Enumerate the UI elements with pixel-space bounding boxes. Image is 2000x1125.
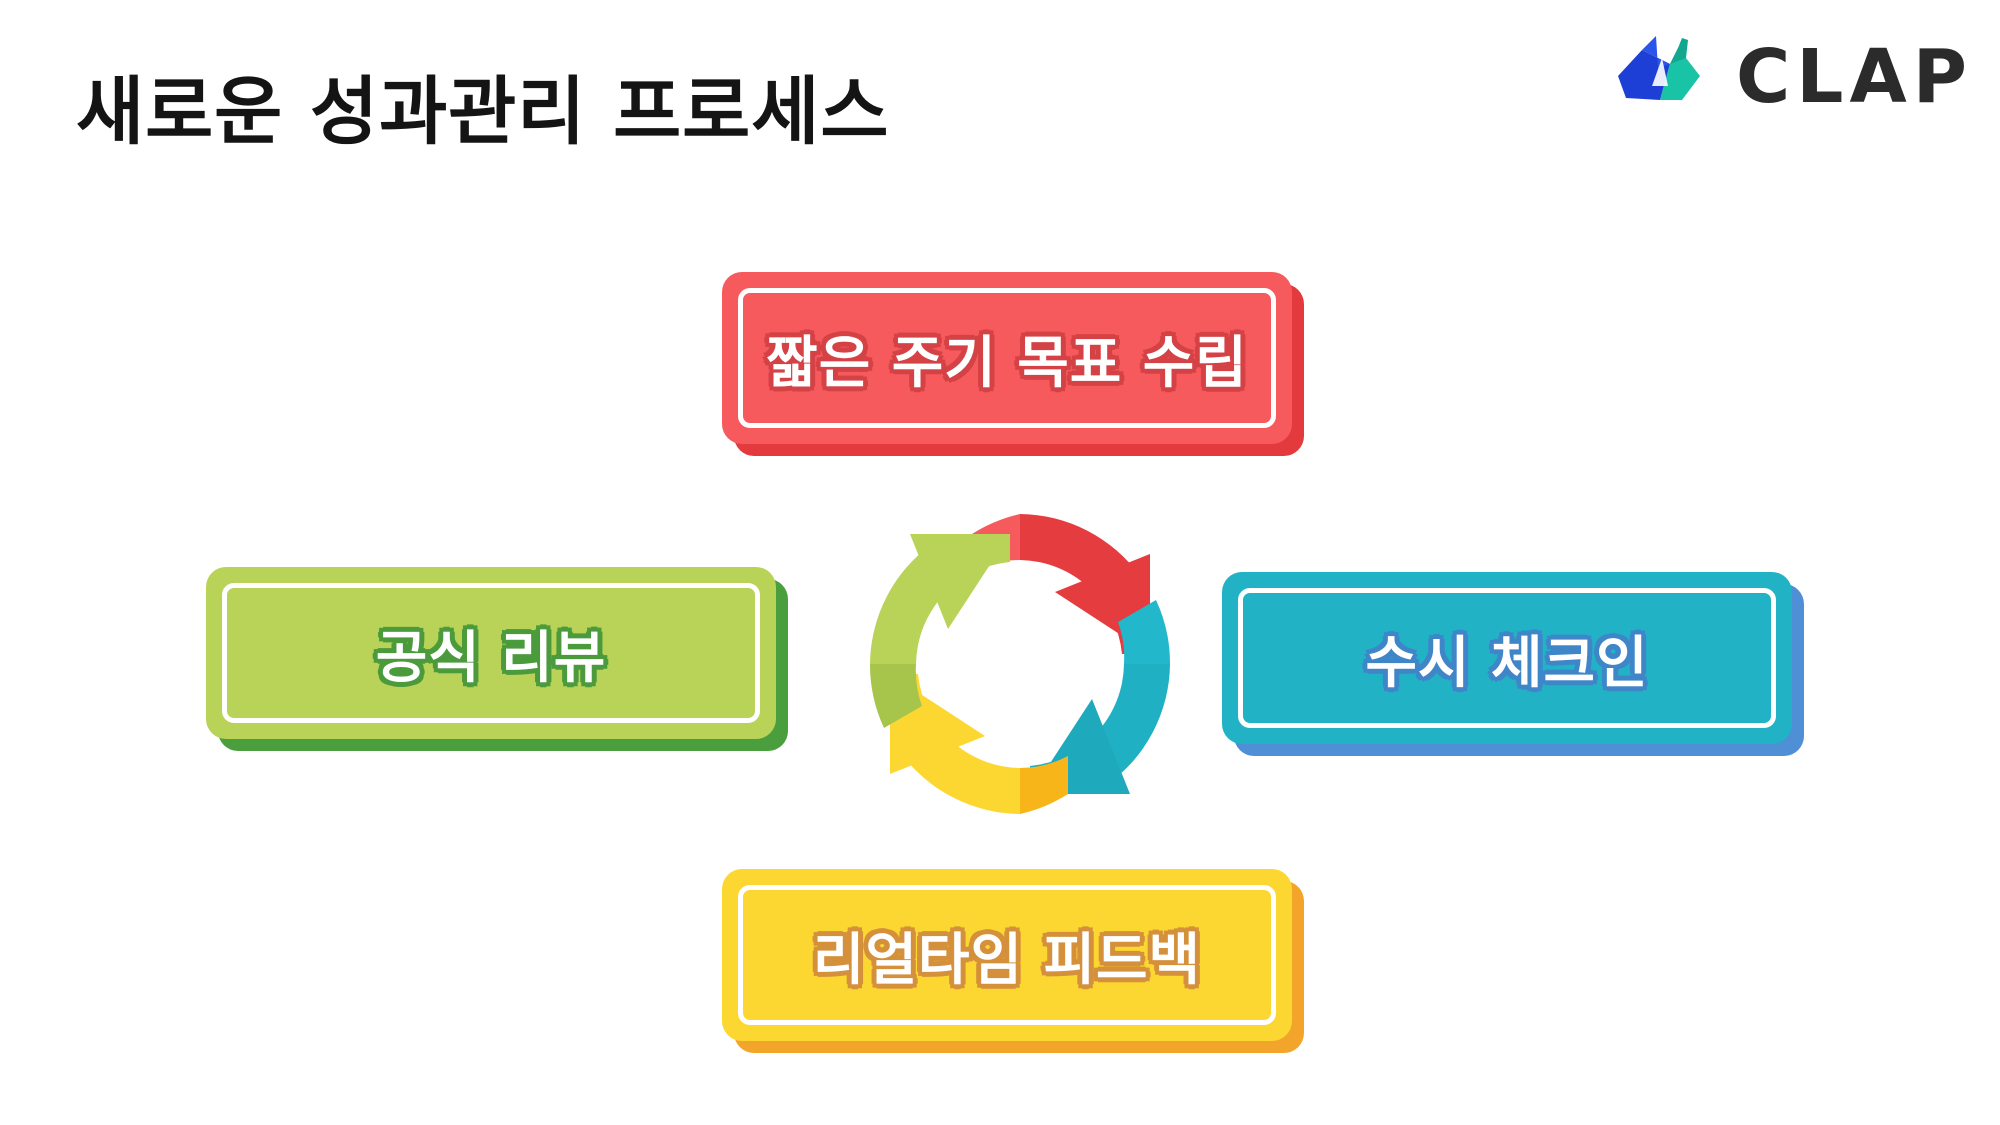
card-inner-border: 공식 리뷰 [222, 583, 760, 723]
step-card-formal-review: 공식 리뷰 [206, 567, 788, 751]
card-face: 짧은 주기 목표 수립 [722, 272, 1292, 444]
step-card-realtime-feedback: 리얼타임 피드백 [722, 869, 1304, 1053]
card-inner-border: 수시 체크인 [1238, 588, 1776, 728]
step-card-goal-setting: 짧은 주기 목표 수립 [722, 272, 1304, 456]
step-card-check-in: 수시 체크인 [1222, 572, 1804, 756]
step-label-formal-review: 공식 리뷰 [375, 625, 607, 691]
brand-name: CLAP [1736, 34, 1973, 120]
page-title: 새로운 성과관리 프로세스 [76, 69, 890, 155]
card-inner-border: 짧은 주기 목표 수립 [738, 288, 1276, 428]
step-label-realtime-feedback: 리얼타임 피드백 [812, 927, 1202, 993]
step-label-goal-setting: 짧은 주기 목표 수립 [766, 330, 1248, 396]
clap-logo-icon [1618, 36, 1700, 100]
card-inner-border: 리얼타임 피드백 [738, 885, 1276, 1025]
cycle-arrows-icon [869, 514, 1171, 814]
brand-logo: CLAP [1612, 22, 1992, 132]
card-face: 리얼타임 피드백 [722, 869, 1292, 1041]
card-face: 수시 체크인 [1222, 572, 1792, 744]
card-face: 공식 리뷰 [206, 567, 776, 739]
step-label-check-in: 수시 체크인 [1365, 630, 1649, 696]
